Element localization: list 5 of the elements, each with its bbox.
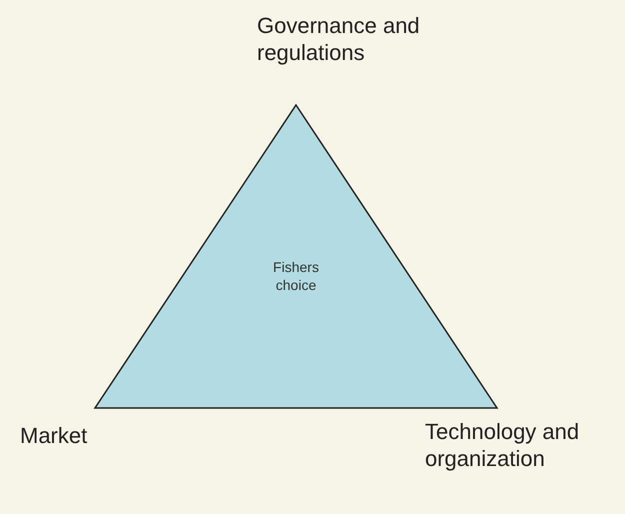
- triangle-shape: [95, 105, 497, 408]
- vertex-label: Governance and regulations: [257, 12, 421, 66]
- node-label: Fishers choice: [272, 258, 320, 294]
- vertex-label: Technology and organization: [425, 418, 580, 472]
- vertex-label: Market: [20, 422, 88, 449]
